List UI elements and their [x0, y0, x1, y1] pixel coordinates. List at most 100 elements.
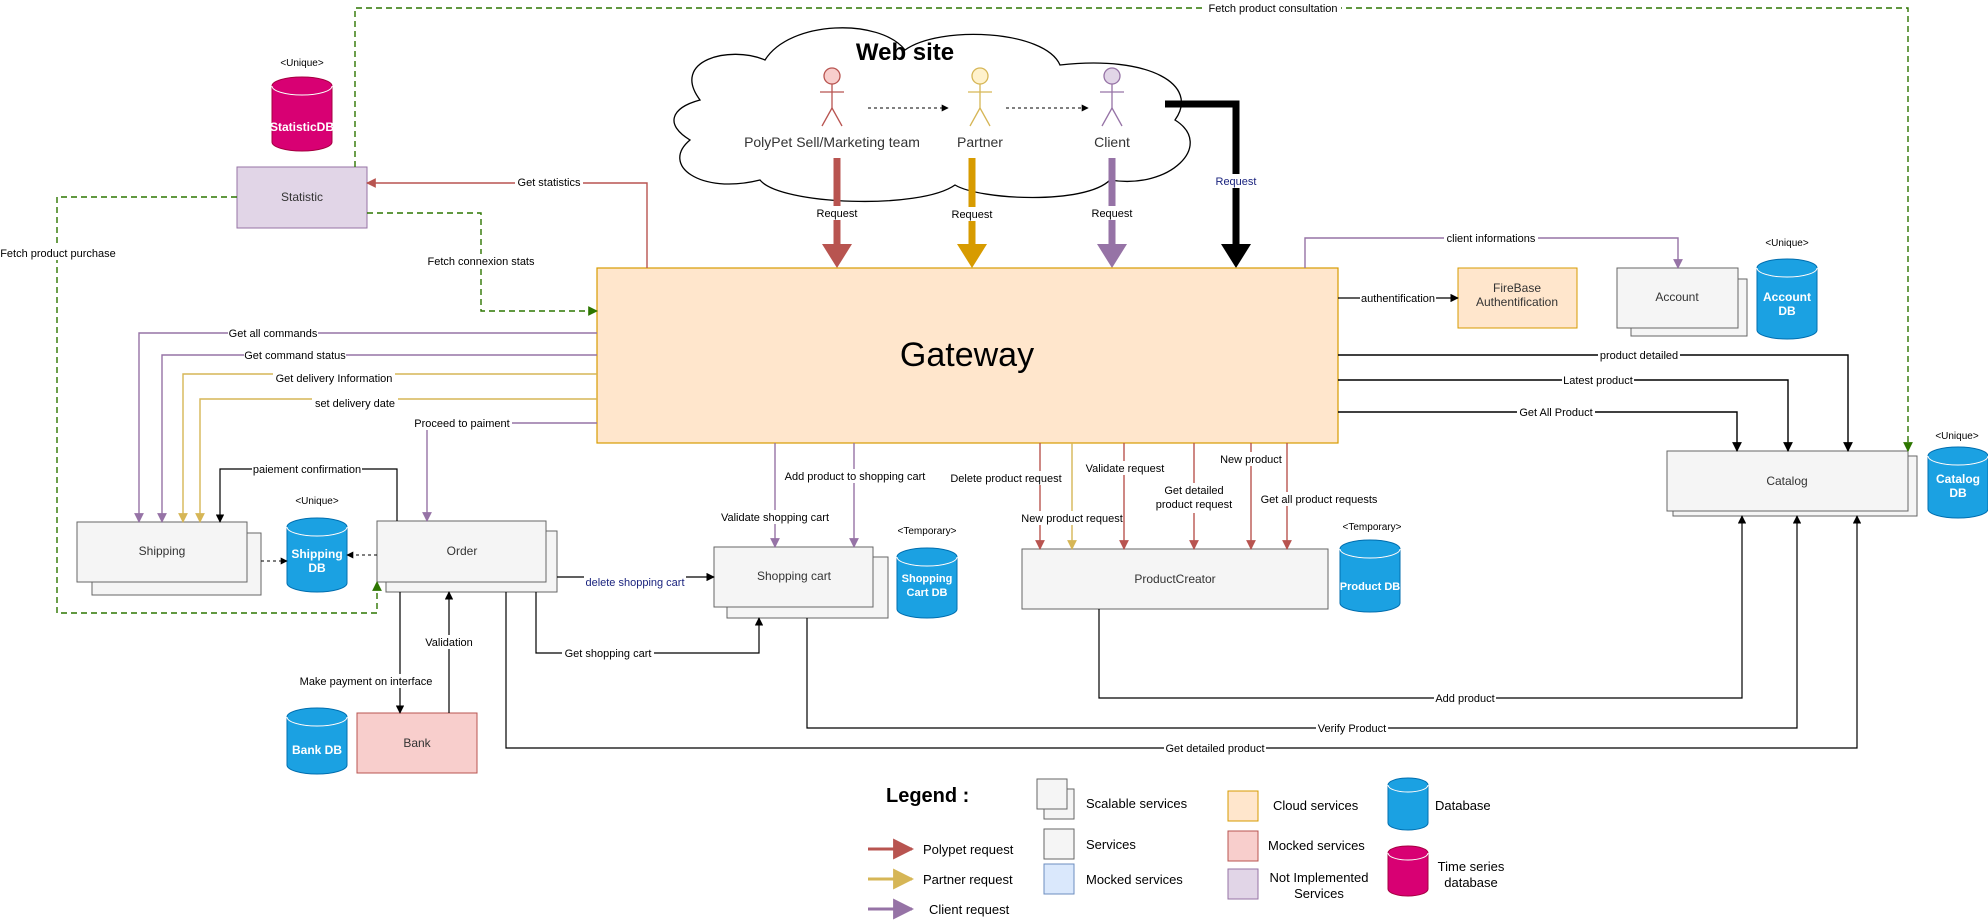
legend-client-label: Client request — [929, 902, 1010, 917]
request-arrow-partner: Request — [947, 158, 997, 268]
legend-partner-label: Partner request — [923, 872, 1013, 887]
catalog-db-tag: <Unique> — [1935, 431, 1979, 442]
shopping-cart-service[interactable] — [713, 546, 874, 608]
legend-services-swatch — [1043, 828, 1075, 860]
actor-partner-label: Partner — [957, 134, 1003, 150]
account-db-label-line2: DB — [1778, 304, 1796, 318]
actor-client — [1100, 67, 1124, 127]
edge-set-delivery-date — [195, 398, 597, 523]
shopping-cart-db-label-line1: Shopping — [902, 573, 953, 585]
shipping-db-label-line2: DB — [308, 561, 326, 575]
label-validate-shopping-cart: Validate shopping cart — [721, 512, 829, 524]
edge-verify-product — [806, 515, 1802, 729]
legend-not-implemented-line1: Not Implemented — [1270, 870, 1369, 885]
legend-cloud-label: Cloud services — [1273, 798, 1359, 813]
label-fetch-connexion-stats: Fetch connexion stats — [427, 256, 535, 268]
website-title: Web site — [856, 39, 954, 66]
product-creator-service[interactable] — [1021, 548, 1329, 610]
edge-get-command-status — [157, 354, 597, 523]
label-get-delivery-information: Get delivery Information — [276, 373, 393, 385]
bank-db-label: Bank DB — [292, 743, 342, 757]
legend-polypet-label: Polypet request — [923, 842, 1014, 857]
legend-scalable-label: Scalable services — [1086, 796, 1188, 811]
legend-title: Legend : — [886, 785, 969, 807]
label-delete-product-request: Delete product request — [950, 473, 1061, 485]
label-product-detailed: product detailed — [1600, 350, 1678, 362]
legend-scalable-swatch — [1036, 778, 1068, 810]
catalog-db-label-line1: Catalog — [1936, 472, 1980, 486]
shopping-cart-label: Shopping cart — [757, 569, 832, 583]
legend-time-series-line2: database — [1444, 875, 1498, 890]
edge-fetch-product-consultation — [354, 7, 1913, 452]
request-arrow-polypet: Request — [812, 158, 862, 268]
actor-partner — [968, 67, 992, 127]
label-new-product: New product — [1220, 454, 1282, 466]
shopping-cart-db-label-line2: Cart DB — [907, 587, 948, 599]
order-service[interactable] — [376, 520, 547, 583]
actor-polypet — [820, 67, 844, 127]
statistic-service[interactable] — [236, 166, 368, 229]
shipping-db-tag: <Unique> — [295, 496, 339, 507]
label-latest-product: Latest product — [1563, 375, 1633, 387]
edge-add-product — [1098, 515, 1747, 699]
label-verify-product: Verify Product — [1318, 723, 1386, 735]
actor-polypet-label: PolyPet Sell/Marketing team — [744, 134, 920, 150]
label-get-all-commands: Get all commands — [229, 328, 318, 340]
catalog-db-label-line2: DB — [1949, 486, 1967, 500]
actor-client-label: Client — [1094, 134, 1130, 150]
edge-latest-product — [1338, 379, 1793, 452]
request-arrow-client: Request — [1087, 158, 1137, 268]
legend-time-series-swatch — [1387, 845, 1429, 897]
label-fetch-product-purchase: Fetch product purchase — [0, 248, 116, 260]
request-label-black: Request — [1216, 176, 1257, 188]
shipping-service[interactable] — [76, 521, 248, 583]
bank-label: Bank — [403, 736, 431, 750]
legend-time-series-line1: Time series — [1438, 859, 1505, 874]
statistic-db-tag: <Unique> — [280, 58, 324, 69]
product-db-label: Product DB — [1340, 581, 1401, 593]
gateway-service[interactable] — [596, 267, 1339, 444]
label-paiement-confirmation: paiement confirmation — [253, 464, 361, 476]
label-client-informations: client informations — [1447, 233, 1536, 245]
edge-get-statistics — [366, 178, 648, 268]
label-validation: Validation — [425, 637, 473, 649]
catalog-label: Catalog — [1766, 474, 1807, 488]
legend-mocked-red-label: Mocked services — [1268, 838, 1365, 853]
request-arrow-client-black: Request — [1165, 100, 1261, 268]
product-db: Product DB — [1339, 539, 1401, 613]
edge-get-delivery-information — [178, 373, 597, 523]
label-add-product: Add product — [1435, 693, 1494, 705]
legend-database-label: Database — [1435, 798, 1491, 813]
legend-not-implemented-swatch — [1227, 868, 1259, 900]
statistic-label: Statistic — [281, 190, 323, 204]
label-get-shopping-cart: Get shopping cart — [565, 648, 652, 660]
edge-proceed-to-paiment — [422, 422, 597, 522]
shipping-label: Shipping — [139, 544, 186, 558]
label-validate-request: Validate request — [1086, 463, 1165, 475]
request-label-polypet: Request — [817, 208, 858, 220]
request-label-partner: Request — [952, 209, 993, 221]
legend-mocked-blue-swatch — [1043, 863, 1075, 895]
firebase-label-line1: FireBase — [1493, 281, 1541, 295]
label-set-delivery-date: set delivery date — [315, 398, 395, 410]
legend-database-swatch — [1387, 777, 1429, 831]
label-make-payment: Make payment on interface — [300, 676, 433, 688]
website-cloud: Web site — [673, 27, 1191, 203]
statistic-db: StatisticDB — [270, 76, 334, 152]
edge-get-all-product — [1338, 411, 1742, 452]
request-label-client: Request — [1092, 208, 1133, 220]
bank-service[interactable] — [356, 712, 478, 774]
label-fetch-product-consultation: Fetch product consultation — [1208, 3, 1337, 15]
account-db-tag: <Unique> — [1765, 238, 1809, 249]
edge-get-all-commands — [134, 332, 597, 523]
label-get-command-status: Get command status — [244, 350, 346, 362]
